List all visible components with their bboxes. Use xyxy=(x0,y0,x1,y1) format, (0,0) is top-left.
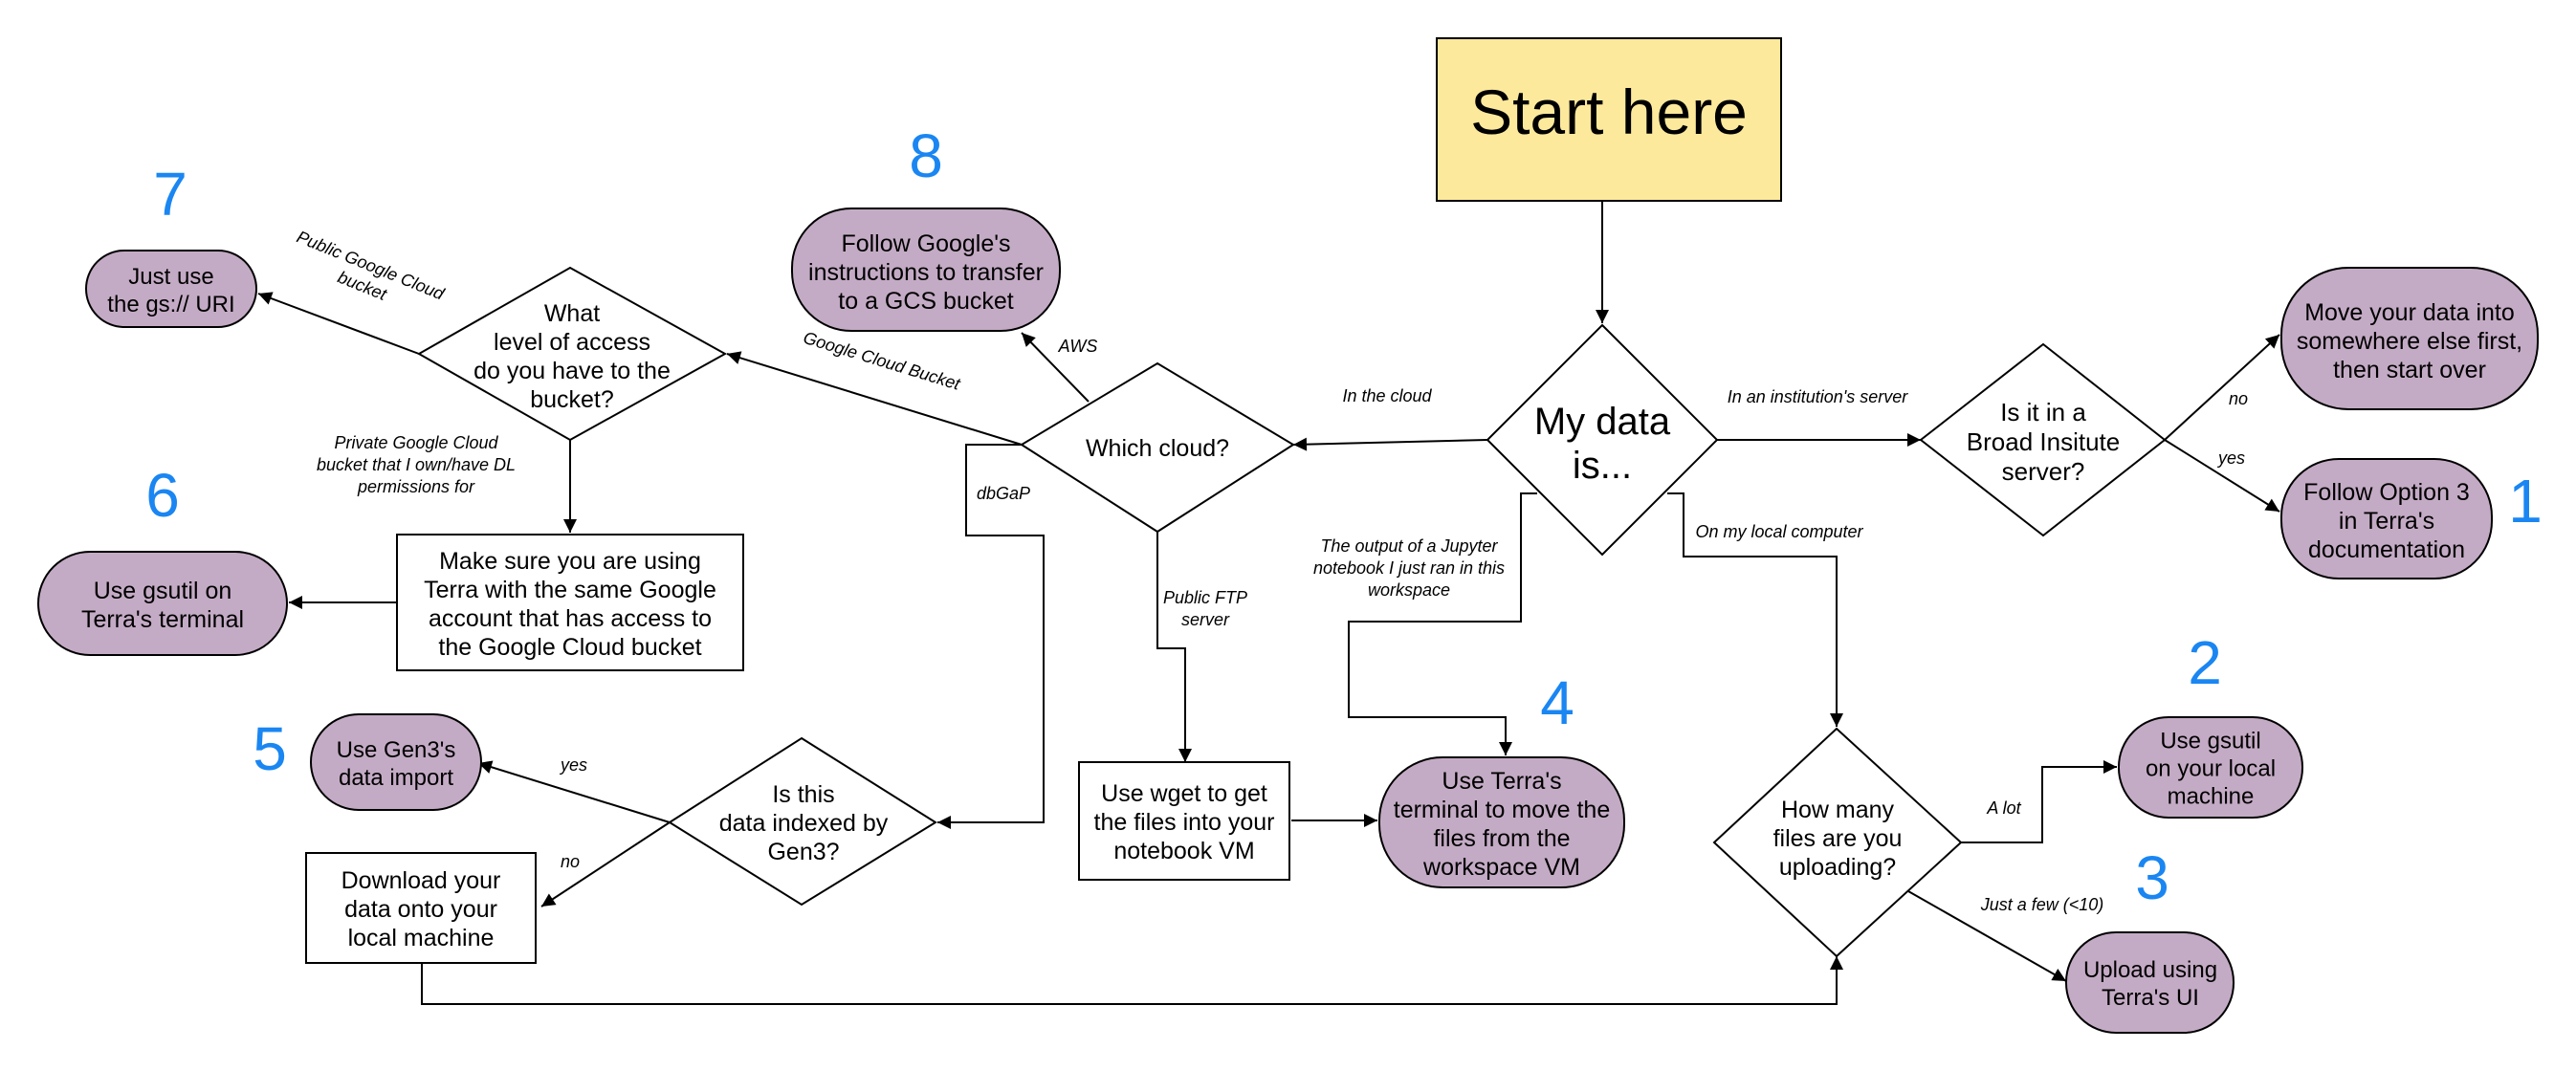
edge-gen3-to-import xyxy=(477,760,671,823)
step-number-4: 4 xyxy=(1540,668,1574,737)
step-number-5: 5 xyxy=(253,714,287,783)
gsutil-local-terminal xyxy=(2118,716,2303,819)
edge-download-to-howmany xyxy=(421,956,1843,1005)
edge-whichcloud-to-gen3 xyxy=(937,444,1045,829)
edge-label-a-lot: A lot xyxy=(1986,798,2021,818)
option3-terminal xyxy=(2280,458,2493,579)
step-number-2: 2 xyxy=(2188,628,2222,697)
broad-server-decision xyxy=(1919,342,2167,537)
same-account-process xyxy=(396,534,744,671)
edge-whichcloud-to-access xyxy=(726,351,1023,446)
google-transfer-terminal xyxy=(791,208,1061,332)
step-number-3: 3 xyxy=(2135,843,2169,912)
edge-mydata-to-terraterminal xyxy=(1348,492,1537,755)
step-number-7: 7 xyxy=(153,160,187,229)
start-node xyxy=(1436,37,1782,202)
edge-broad-to-movedata xyxy=(2164,334,2280,441)
download-local-process xyxy=(305,852,537,964)
edge-label-gen3-yes: yes xyxy=(559,755,587,775)
start-label: Start here xyxy=(1470,76,1748,147)
gs-uri-terminal xyxy=(85,250,257,328)
edge-label-aws: AWS xyxy=(1058,337,1098,356)
edge-label-institution: In an institution's server xyxy=(1728,387,1909,406)
step-number-6: 6 xyxy=(145,461,180,530)
edge-whichcloud-to-wget xyxy=(1156,532,1192,762)
upload-ui-terminal xyxy=(2065,931,2235,1034)
step-numbers: 1 2 3 4 5 6 7 8 xyxy=(145,121,2543,912)
edge-label-gen3-no: no xyxy=(561,852,580,871)
step-number-1: 1 xyxy=(2508,467,2543,536)
wget-process xyxy=(1078,761,1290,881)
edge-mydata-to-whichcloud xyxy=(1292,437,1488,451)
edge-label-no: no xyxy=(2229,389,2248,408)
edge-gen3-to-download xyxy=(540,821,671,907)
access-level-decision xyxy=(416,266,728,442)
edge-howmany-to-gsutillocal xyxy=(1961,760,2117,843)
edge-label-local-computer: On my local computer xyxy=(1695,522,1863,541)
gsutil-terra-terminal xyxy=(37,551,288,656)
edge-label-dbgap: dbGaP xyxy=(977,484,1030,503)
edge-howmany-to-uploadui xyxy=(1907,890,2067,982)
edge-whichcloud-to-google xyxy=(1021,332,1090,403)
which-cloud-label: Which cloud? xyxy=(1086,435,1229,462)
move-data-terminal xyxy=(2280,267,2539,410)
my-data-decision xyxy=(1486,323,1719,557)
edge-access-to-gsuri xyxy=(257,292,420,355)
edges xyxy=(257,201,2280,1005)
edge-mydata-to-howmany xyxy=(1667,492,1843,727)
how-many-decision xyxy=(1712,727,1963,958)
edge-label-just-few: Just a few (<10) xyxy=(1980,895,2104,914)
gen3-indexed-decision xyxy=(668,736,937,907)
edge-label-yes: yes xyxy=(2216,448,2245,468)
terra-terminal-move-terminal xyxy=(1378,756,1625,888)
edge-broad-to-option3 xyxy=(2164,439,2280,513)
step-number-8: 8 xyxy=(909,121,943,190)
edge-label-public-gc: Public Google Cloudbucket xyxy=(286,227,448,324)
gen3-import-terminal xyxy=(310,713,482,811)
edge-label-in-cloud: In the cloud xyxy=(1342,386,1432,405)
which-cloud-decision xyxy=(1020,361,1295,534)
nodes xyxy=(37,37,2539,1034)
